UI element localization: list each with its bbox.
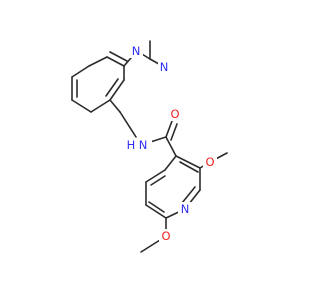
nitrogen-atom-label: N [139,138,148,152]
bond [179,161,199,173]
bond [88,56,108,67]
hydrogen-atom-label: H [127,138,136,152]
label-backdrop [178,202,192,216]
nitrogen-atom-label: N [160,60,169,74]
bond [109,79,125,101]
bond [148,201,165,213]
bond [181,186,196,204]
label-backdrop [203,155,217,169]
bond [119,111,137,138]
label-backdrop [159,229,173,243]
label-backdrop [126,138,152,152]
oxygen-atom-label: O [205,155,214,169]
nitrogen-atom-label: N [132,44,141,58]
label-backdrop [129,44,143,58]
bond [109,51,128,62]
atom-label-layer: N N H N O O N O [126,44,217,243]
bond [71,65,90,78]
bond [165,136,177,157]
label-backdrop [168,107,182,121]
bond [145,204,167,219]
bond [71,99,92,113]
bond-layer [71,40,228,253]
bond [90,99,111,113]
bond [165,120,173,138]
bond [145,169,166,183]
bond [150,175,166,186]
bond [175,155,201,169]
bond [140,239,161,253]
bond [170,123,178,141]
oxygen-atom-label: O [170,107,179,121]
bond [105,78,119,97]
bond [164,155,177,171]
bond [109,99,121,113]
bond [106,56,125,67]
label-backdrop [158,60,172,74]
chemical-structure-diagram: N N H N O O N O [71,40,228,253]
oxygen-atom-label: O [161,229,170,243]
nitrogen-atom-label: N [181,202,190,216]
